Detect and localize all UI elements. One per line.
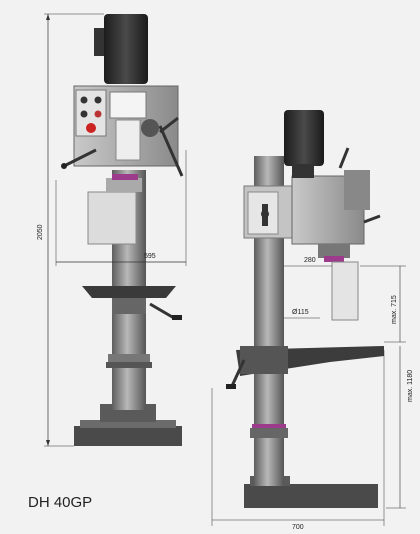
- dim-total-height: 2050: [37, 224, 44, 240]
- dim-base-width: 700: [292, 524, 304, 531]
- model-label: DH 40GP: [28, 494, 93, 511]
- side-dimensions: [211, 265, 406, 526]
- dim-max-stroke: max. 715: [391, 295, 398, 324]
- dim-head-offset: 280: [304, 257, 316, 264]
- side-view-machine: [226, 110, 384, 508]
- dim-column-diameter: Ø115: [292, 309, 309, 316]
- dim-max-table-height: max. 1180: [407, 370, 414, 402]
- front-base: [74, 426, 182, 446]
- dim-front-width: 595: [144, 253, 156, 260]
- front-table: [82, 286, 176, 298]
- front-dimensions: [44, 13, 187, 447]
- front-motor: [104, 14, 148, 84]
- side-motor: [284, 110, 324, 166]
- side-base: [244, 484, 378, 508]
- front-chuck-guard: [87, 191, 137, 245]
- side-chuck-guard: [331, 261, 359, 321]
- front-view-machine: [61, 14, 184, 446]
